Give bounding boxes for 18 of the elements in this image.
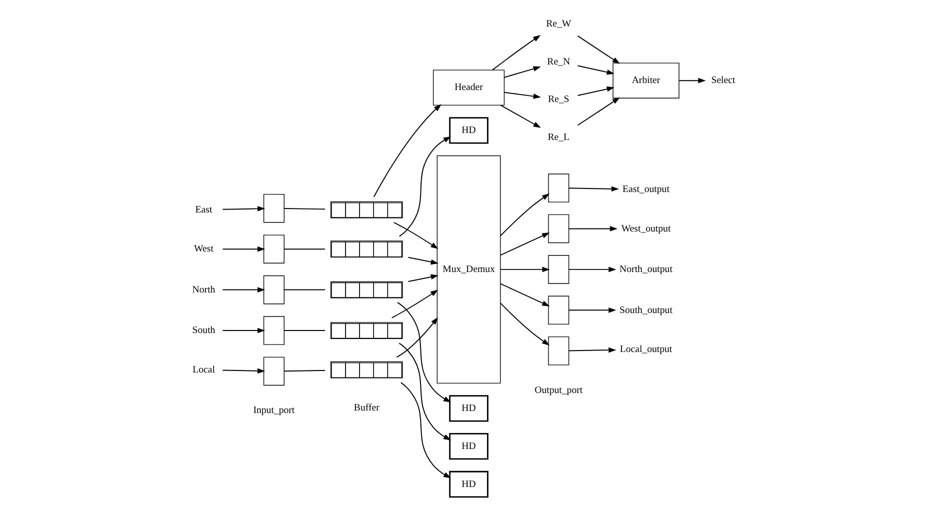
node-text: East_output (622, 184, 670, 196)
node-text: North (192, 284, 216, 296)
node-text: North_output (620, 264, 672, 276)
node-text: West (194, 244, 214, 255)
node-text: South (192, 325, 216, 336)
node-text: East (195, 204, 212, 216)
label: Input_port (253, 405, 295, 416)
node-text: Re_W (546, 18, 572, 30)
node-text: Local_output (620, 344, 672, 356)
node-text: Re_S (548, 94, 570, 106)
node-text: Local (192, 364, 215, 376)
label: Buffer (354, 402, 380, 414)
node-text: Re_N (547, 56, 570, 68)
node-text: Select (711, 75, 736, 86)
label: Output_port (534, 384, 583, 396)
node-text: Re_L (548, 132, 570, 144)
node-text: West_output (621, 223, 671, 234)
node-text: South_output (620, 304, 672, 316)
